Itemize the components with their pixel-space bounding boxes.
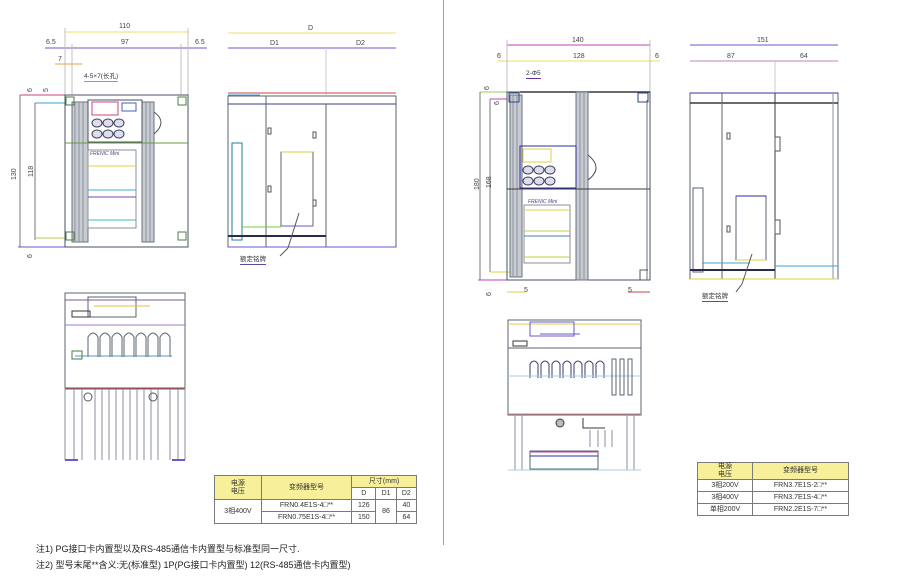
dim-bottom-right: 5: [628, 287, 632, 294]
cell-model: FRN3.7E1S-4□**: [752, 491, 849, 504]
dim-overall-height: 130: [11, 168, 18, 180]
table-row: 3相200V FRN3.7E1S-2□**: [697, 479, 849, 492]
dim-inner-height: 118: [28, 165, 35, 177]
nameplate-callout: 额定铭牌: [702, 290, 728, 302]
header-size: 尺寸(mm): [351, 475, 417, 488]
nameplate-callout: 额定铭牌: [240, 253, 266, 265]
dim-right-margin: 6.5: [195, 39, 205, 46]
dim-top-b: 6: [494, 101, 501, 105]
header-model: 变频器型号: [260, 475, 353, 500]
right-spec-table: 电源 电压 变频器型号 3相200V FRN3.7E1S-2□** 3相400V…: [697, 462, 849, 516]
dim-left-margin: 6: [497, 53, 501, 60]
cell-voltage: 3相400V: [697, 491, 753, 504]
cell-voltage: 单相200V: [697, 503, 753, 516]
dim-top-a: 6: [484, 86, 491, 90]
header-d2: D2: [395, 487, 418, 500]
cell-d2: 40: [395, 499, 418, 512]
page-divider: [443, 0, 444, 545]
dim-depth-d2: D2: [356, 40, 365, 47]
table-row: 单相200V FRN2.2E1S-7□**: [697, 503, 849, 516]
cell-d: 150: [351, 511, 377, 524]
table-row: 3相400V FRN3.7E1S-4□**: [697, 491, 849, 504]
header-voltage: 电源 电压: [697, 462, 753, 480]
dim-bottom-left: 5: [524, 287, 528, 294]
dim-inner-height: 168: [486, 176, 493, 188]
left-spec-table: 电源 电压 变频器型号 尺寸(mm) D D1 D2 3相400V FRN0.4…: [214, 475, 418, 524]
cell-model: FRN2.2E1S-7□**: [752, 503, 849, 516]
dim-bottom: 6: [486, 292, 493, 296]
mounting-hole-label: 2-Φ5: [526, 70, 541, 79]
cell-model: FRN0.75E1S-4□**: [260, 511, 353, 524]
brand-logo: FRENIC Mini: [528, 199, 558, 205]
cell-d1: 86: [375, 499, 397, 524]
dim-depth-d1: 87: [727, 53, 735, 60]
dim-bottom: 6: [27, 254, 34, 258]
brand-logo: FRENIC Mini: [90, 151, 120, 157]
dim-depth-total: 151: [757, 37, 769, 44]
cell-voltage: 3相200V: [697, 479, 753, 492]
note-2: 注2) 型号末尾**含义:无(标准型) 1P(PG接口卡内置型) 12(RS-4…: [36, 560, 351, 570]
dim-depth-d2: 64: [800, 53, 808, 60]
cell-model: FRN0.4E1S-4□**: [260, 499, 353, 512]
dim-overall-height: 180: [474, 178, 481, 190]
header-voltage: 电源 电压: [214, 475, 262, 500]
dim-right-margin: 6: [655, 53, 659, 60]
dim-depth-d1: D1: [270, 40, 279, 47]
dim-top-b: 5: [43, 88, 50, 92]
cell-voltage: 3相400V: [214, 499, 262, 524]
dim-mid-width: 97: [121, 39, 129, 46]
cell-model: FRN3.7E1S-2□**: [752, 479, 849, 492]
header-model: 变频器型号: [752, 462, 849, 480]
header-d1: D1: [375, 487, 397, 500]
dim-mid-width: 128: [573, 53, 585, 60]
dim-depth-d: D: [308, 25, 314, 32]
dim-overall-width: 110: [119, 23, 131, 30]
dim-overall-width: 140: [572, 37, 584, 44]
dim-top-a: 6: [27, 88, 34, 92]
cell-d: 126: [351, 499, 377, 512]
note-1: 注1) PG接口卡内置型以及RS-485通信卡内置型与标准型同一尺寸.: [36, 544, 300, 554]
header-d: D: [351, 487, 377, 500]
dim-hole-offset: 7: [58, 56, 62, 63]
dim-left-margin: 6.5: [46, 39, 56, 46]
cell-d2: 64: [395, 511, 418, 524]
table-row: FRN0.75E1S-4□** 150 64: [215, 511, 418, 524]
table-row: 3相400V FRN0.4E1S-4□** 126 86 40: [214, 499, 418, 524]
mounting-hole-label: 4-5×7(长孔): [84, 70, 119, 82]
